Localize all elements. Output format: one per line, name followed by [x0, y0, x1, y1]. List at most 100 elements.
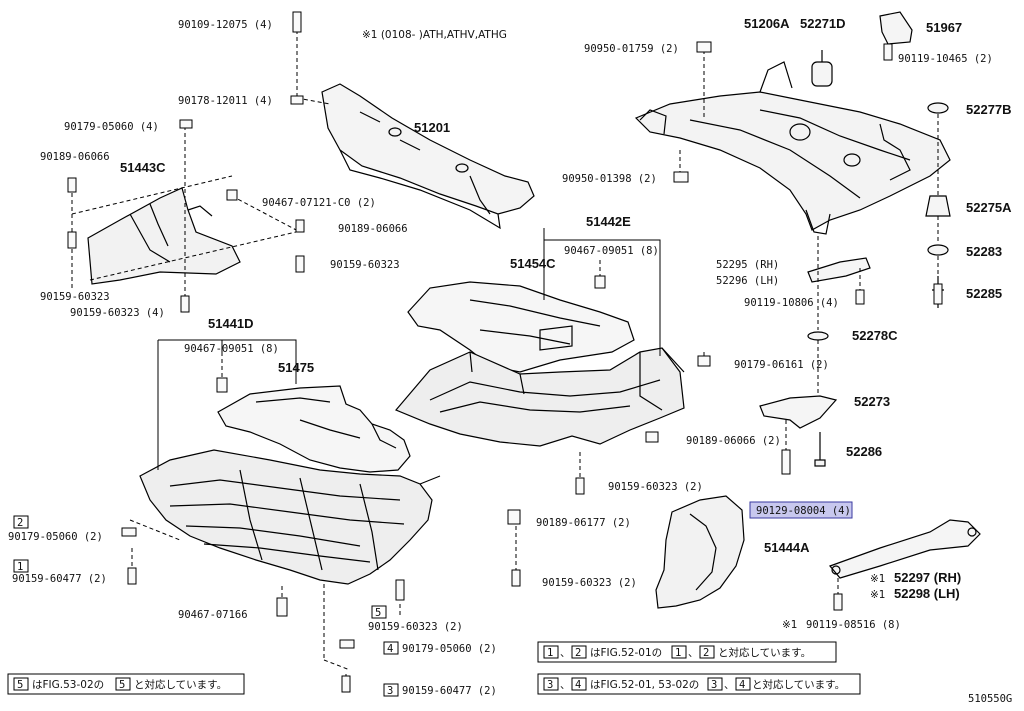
reference-markers: 2 1 5 4 3: [13, 515, 399, 697]
note-text: と対応しています。: [752, 678, 845, 691]
callout-label[interactable]: 90179-05060 (2): [8, 531, 103, 543]
note-text: と対応しています。: [134, 678, 227, 691]
cover-51475-drawing: [217, 385, 411, 473]
callout-label[interactable]: 90178-12011 (4): [178, 95, 273, 107]
callout-label[interactable]: 52278C: [852, 328, 898, 343]
figure-id: 510550G: [968, 693, 1012, 705]
nut-icon: [645, 431, 659, 443]
crossmember-51201-drawing: [321, 83, 535, 230]
callout-label[interactable]: 90119-10806 (4): [744, 297, 839, 309]
callout-label[interactable]: 51967: [926, 20, 962, 35]
ref-marker: 1: [547, 647, 553, 659]
callout-label[interactable]: 90179-06161 (2): [734, 359, 829, 371]
clip-icon: [339, 639, 355, 649]
bolt-icon: [933, 283, 943, 305]
assembly-brackets: [157, 228, 661, 485]
clip-icon: [121, 527, 137, 537]
bolt-icon: [180, 295, 190, 313]
callout-label[interactable]: 51475: [278, 360, 314, 375]
bolt-icon: [295, 219, 305, 233]
header-note: ※1 (0108- )ATH,ATHV,ATHG: [362, 29, 507, 41]
engine-under-cover-51442e-drawing: [395, 347, 685, 447]
callout-label[interactable]: 90109-12075 (4): [178, 19, 273, 31]
callout-label[interactable]: 90159-60323 (2): [608, 481, 703, 493]
callout-label[interactable]: 90179-05060 (2): [402, 643, 497, 655]
callout-label[interactable]: 90189-06066: [40, 151, 110, 163]
callout-label[interactable]: 90950-01398 (2): [562, 173, 657, 185]
bushing-52271d-drawing: [811, 50, 833, 87]
bracket-51967-drawing: [879, 11, 913, 45]
callout-label[interactable]: 90189-06177 (2): [536, 517, 631, 529]
bolt-icon: [341, 675, 351, 693]
callout-label[interactable]: 90119-08516 (8): [806, 619, 901, 631]
splash-shield-51443c-drawing: [87, 187, 241, 285]
callout-label[interactable]: 51454C: [510, 256, 556, 271]
callout-label[interactable]: 90159-60323: [330, 259, 400, 271]
callout-label[interactable]: 90189-06066: [338, 223, 408, 235]
svg-text:、: 、: [724, 679, 735, 691]
callout-label[interactable]: 90467-07166: [178, 609, 248, 621]
callout-label[interactable]: 90159-60323 (4): [70, 307, 165, 319]
star-marker: ※1: [870, 573, 885, 585]
bolt-icon: [67, 177, 77, 193]
callout-label[interactable]: 52277B: [966, 102, 1012, 117]
bolt-icon: [855, 289, 865, 305]
callout-label[interactable]: 51206A: [744, 16, 790, 31]
ref-marker: 3: [547, 679, 553, 691]
callout-label[interactable]: 51201: [414, 120, 450, 135]
callout-label[interactable]: 90189-06066 (2): [686, 435, 781, 447]
ref-marker: 4: [739, 679, 745, 691]
bushings-right-drawing: [925, 102, 951, 308]
callout-label[interactable]: 52285: [966, 286, 1002, 301]
bolt-icon: [883, 43, 893, 61]
nut-icon: [697, 355, 711, 367]
callout-label[interactable]: 90467-07121-C0 (2): [262, 197, 376, 209]
callout-labels: 90109-12075 (4) 90178-12011 (4) 51201 90…: [8, 16, 1012, 697]
callout-label-highlighted[interactable]: 90129-08004 (4): [756, 505, 851, 517]
callout-label[interactable]: 51443C: [120, 160, 166, 175]
callout-label[interactable]: 52275A: [966, 200, 1012, 215]
washer-52278c-drawing: [807, 331, 829, 341]
callout-label[interactable]: 52286: [846, 444, 882, 459]
callout-label[interactable]: 51441D: [208, 316, 254, 331]
callout-label[interactable]: 90159-60477 (2): [12, 573, 107, 585]
bolt-icon: [395, 579, 405, 601]
callout-label[interactable]: 52298 (LH): [894, 586, 960, 601]
callout-label[interactable]: 52296 (LH): [716, 275, 779, 287]
star-marker: ※1: [782, 619, 797, 631]
callout-label[interactable]: 90467-09051 (8): [564, 245, 659, 257]
note-text: はFIG.53-02の: [32, 679, 104, 691]
link-52295-drawing: [807, 257, 871, 283]
bolt-icon: [511, 569, 521, 587]
part-drawings: [87, 11, 981, 609]
callout-label[interactable]: 90119-10465 (2): [898, 53, 993, 65]
callout-label[interactable]: 90159-60323 (2): [542, 577, 637, 589]
callout-label[interactable]: 52295 (RH): [716, 259, 779, 271]
note-box-fig52-53: 3 、 4 はFIG.52-01, 53-02の 3 、 4 と対応しています。: [537, 673, 861, 695]
bolt-icon: [295, 255, 305, 273]
callout-label[interactable]: 52273: [854, 394, 890, 409]
note-box-fig53: 5 はFIG.53-02の 5 と対応しています。: [7, 673, 245, 695]
callout-label[interactable]: 51444A: [764, 540, 810, 555]
clip-icon: [276, 597, 288, 617]
ref-marker: 2: [575, 647, 581, 659]
ref-marker: 5: [375, 607, 381, 619]
callout-label[interactable]: 90159-60323 (2): [368, 621, 463, 633]
callout-label[interactable]: 52283: [966, 244, 1002, 259]
callout-label[interactable]: 52271D: [800, 16, 846, 31]
callout-label[interactable]: 90179-05060 (4): [64, 121, 159, 133]
ref-marker: 2: [17, 517, 23, 529]
callout-label[interactable]: 90950-01759 (2): [584, 43, 679, 55]
note-text: はFIG.52-01の: [590, 647, 662, 659]
ref-marker: 4: [387, 643, 393, 655]
callout-label[interactable]: 52297 (RH): [894, 570, 961, 585]
callout-label[interactable]: 90159-60323: [40, 291, 110, 303]
callout-label[interactable]: 51442E: [586, 214, 631, 229]
callout-label[interactable]: 90159-60477 (2): [402, 685, 497, 697]
callout-label[interactable]: 90467-09051 (8): [184, 343, 279, 355]
brace-52297-drawing: [828, 519, 981, 579]
engine-under-cover-51454c-drawing: [407, 281, 635, 373]
bolt-icon: [833, 593, 843, 611]
